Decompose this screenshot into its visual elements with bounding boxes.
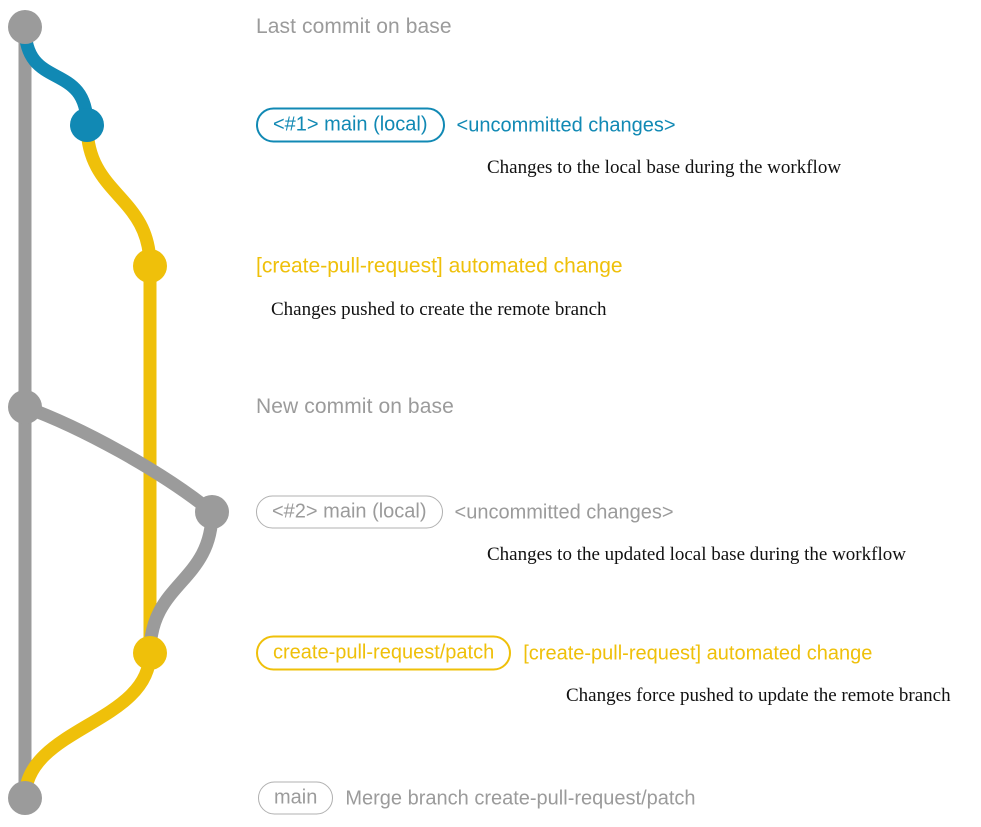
edge-patch-2-to-merge: [18, 646, 157, 805]
edge-local-2-to-patch-2: [143, 505, 219, 660]
edge-base-to-local-2: [18, 400, 219, 519]
edge-local-1-to-patch-1: [80, 118, 157, 273]
node-base-last[interactable]: [8, 10, 42, 44]
commit-row-patch-commit-1: [create-pull-request] automated change: [256, 256, 623, 277]
ref-badge-create-pull-request-patch[interactable]: create-pull-request/patch: [256, 635, 512, 671]
commit-row-last-commit-on-base: Last commit on base: [256, 15, 452, 39]
commit-subject-base-new: New commit on base: [256, 395, 454, 418]
commit-subject-local-1: <uncommitted changes>: [456, 114, 676, 136]
graph-edges: [18, 20, 219, 805]
node-local-2[interactable]: [195, 495, 229, 529]
node-base-merge[interactable]: [8, 781, 42, 815]
commit-description-local-1: Changes to the local base during the wor…: [487, 157, 842, 178]
commit-subject-patch-2: [create-pull-request] automated change: [523, 642, 873, 664]
node-base-new[interactable]: [8, 390, 42, 424]
edge-base-to-local-1: [18, 20, 94, 132]
commit-description-local-2: Changes to the updated local base during…: [487, 544, 906, 565]
commit-row-patch-commit-2: create-pull-request/patch [create-pull-r…: [256, 635, 873, 671]
commit-row-local-commit-1: <#1> main (local) <uncommitted changes>: [256, 107, 676, 143]
node-patch-1[interactable]: [133, 249, 167, 283]
commit-description-patch-2: Changes force pushed to update the remot…: [566, 685, 951, 706]
ref-badge-main-local-1[interactable]: <#1> main (local): [256, 107, 445, 143]
commit-subject-base-last: Last commit on base: [256, 15, 452, 38]
ref-badge-main[interactable]: main: [258, 781, 334, 815]
node-local-1[interactable]: [70, 108, 104, 142]
graph-nodes: [8, 10, 229, 815]
commit-subject-patch-1: [create-pull-request] automated change: [256, 254, 623, 278]
commit-subject-merge: Merge branch create-pull-request/patch: [345, 787, 696, 809]
commit-description-patch-1: Changes pushed to create the remote bran…: [271, 299, 607, 320]
commit-subject-local-2: <uncommitted changes>: [454, 501, 674, 523]
ref-badge-main-local-2[interactable]: <#2> main (local): [256, 495, 443, 529]
commit-row-local-commit-2: <#2> main (local) <uncommitted changes>: [256, 495, 674, 529]
commit-row-new-commit-on-base: New commit on base: [256, 395, 454, 419]
commit-row-merge-commit: main Merge branch create-pull-request/pa…: [258, 781, 696, 815]
node-patch-2[interactable]: [133, 636, 167, 670]
